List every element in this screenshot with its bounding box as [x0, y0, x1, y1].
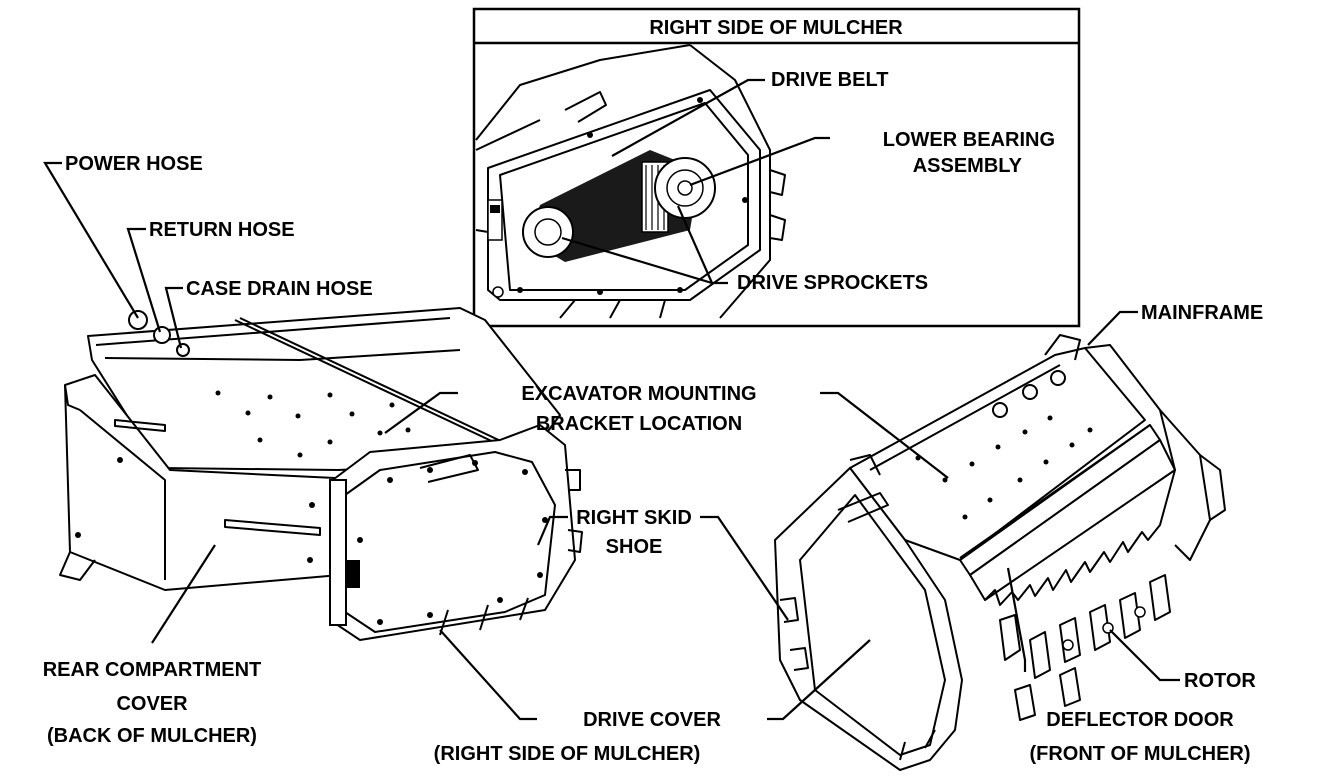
right-skid-leader-left	[536, 515, 568, 546]
excavator-leader-right	[820, 391, 949, 479]
excavator-label-2: BRACKET LOCATION	[536, 413, 742, 435]
drive-cover-label-2: (RIGHT SIDE OF MULCHER)	[434, 743, 701, 765]
return-hose-leader	[126, 227, 162, 333]
mainframe-leader	[1087, 310, 1138, 346]
drive-cover-leader-left	[439, 629, 537, 721]
lower-bearing-label-1: LOWER BEARING	[883, 129, 1055, 151]
power-hose-label: POWER HOSE	[65, 153, 203, 175]
power-hose-leader	[43, 161, 139, 319]
deflector-label-1: DEFLECTOR DOOR	[1046, 709, 1234, 731]
case-drain-hose-leader	[164, 286, 183, 349]
excavator-leader	[384, 391, 458, 434]
inset-panel: RIGHT SIDE OF MULCHER	[472, 7, 1081, 328]
mulcher-rear-view	[59, 307, 583, 641]
rear-cover-leader	[151, 544, 216, 644]
rear-cover-label-2: COVER	[116, 693, 188, 715]
rear-cover-label-1: REAR COMPARTMENT	[43, 659, 262, 681]
case-drain-hose-label: CASE DRAIN HOSE	[186, 278, 373, 300]
leader-lines	[43, 161, 1180, 721]
drive-sprockets-label: DRIVE SPROCKETS	[737, 272, 928, 294]
lower-bearing-label-2: ASSEMBLY	[913, 155, 1023, 177]
drive-sprockets-leader-2	[676, 205, 714, 284]
drive-cover-label-1: DRIVE COVER	[583, 709, 721, 731]
mulcher-front-view	[774, 334, 1226, 771]
rotor-leader	[1109, 629, 1180, 682]
return-hose-label: RETURN HOSE	[149, 219, 295, 241]
drive-cover-leader-right	[767, 639, 871, 721]
rotor-label: ROTOR	[1184, 670, 1256, 692]
right-skid-label-2: SHOE	[606, 536, 663, 558]
inset-drawing	[475, 44, 786, 319]
drive-belt-label: DRIVE BELT	[771, 69, 888, 91]
excavator-label-1: EXCAVATOR MOUNTING	[521, 383, 756, 405]
right-skid-label-1: RIGHT SKID	[576, 507, 692, 529]
mainframe-label: MAINFRAME	[1141, 302, 1263, 324]
deflector-label-2: (FRONT OF MULCHER)	[1029, 743, 1250, 765]
lower-bearing-leader	[689, 136, 830, 187]
labels: POWER HOSE RETURN HOSE CASE DRAIN HOSE M…	[43, 153, 1263, 765]
right-skid-leader-right	[700, 515, 789, 621]
rear-cover-label-3: (BACK OF MULCHER)	[47, 725, 257, 747]
inset-title: RIGHT SIDE OF MULCHER	[649, 17, 903, 39]
drive-belt-leader	[611, 78, 765, 157]
deflector-leader	[1006, 567, 1027, 672]
